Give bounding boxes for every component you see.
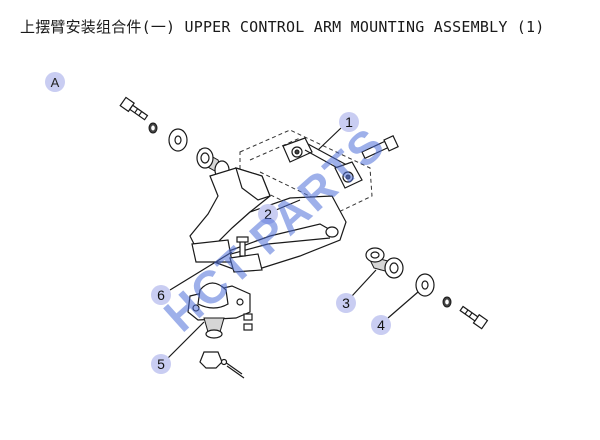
callout-5-label: 5	[157, 356, 165, 372]
left-bolt	[119, 96, 149, 121]
callout-6: 6	[151, 285, 171, 305]
callout-6-label: 6	[157, 287, 165, 303]
callout-4: 4	[371, 315, 391, 335]
leader-lines	[167, 127, 419, 359]
callout-3-label: 3	[342, 295, 350, 311]
pivot-shaft	[282, 134, 399, 189]
ball-joint	[187, 282, 253, 379]
right-bushing	[365, 247, 404, 279]
upper-control-arm	[189, 167, 347, 273]
right-bolt	[459, 305, 489, 330]
callout-2: 2	[258, 204, 278, 224]
callout-1: 1	[339, 112, 359, 132]
view-badge: A	[45, 72, 65, 92]
right-mounting-hardware	[365, 247, 489, 330]
callout-3: 3	[336, 293, 356, 313]
callout-5: 5	[151, 354, 171, 374]
callout-2-label: 2	[264, 206, 272, 222]
page-title: 上摆臂安装组合件(一) UPPER CONTROL ARM MOUNTING A…	[20, 18, 545, 36]
callout-4-label: 4	[377, 317, 385, 333]
watermark-text: HCT PARTS	[154, 117, 395, 342]
view-badge-label: A	[51, 75, 60, 90]
callout-1-label: 1	[345, 114, 353, 130]
left-mounting-hardware	[119, 96, 230, 180]
